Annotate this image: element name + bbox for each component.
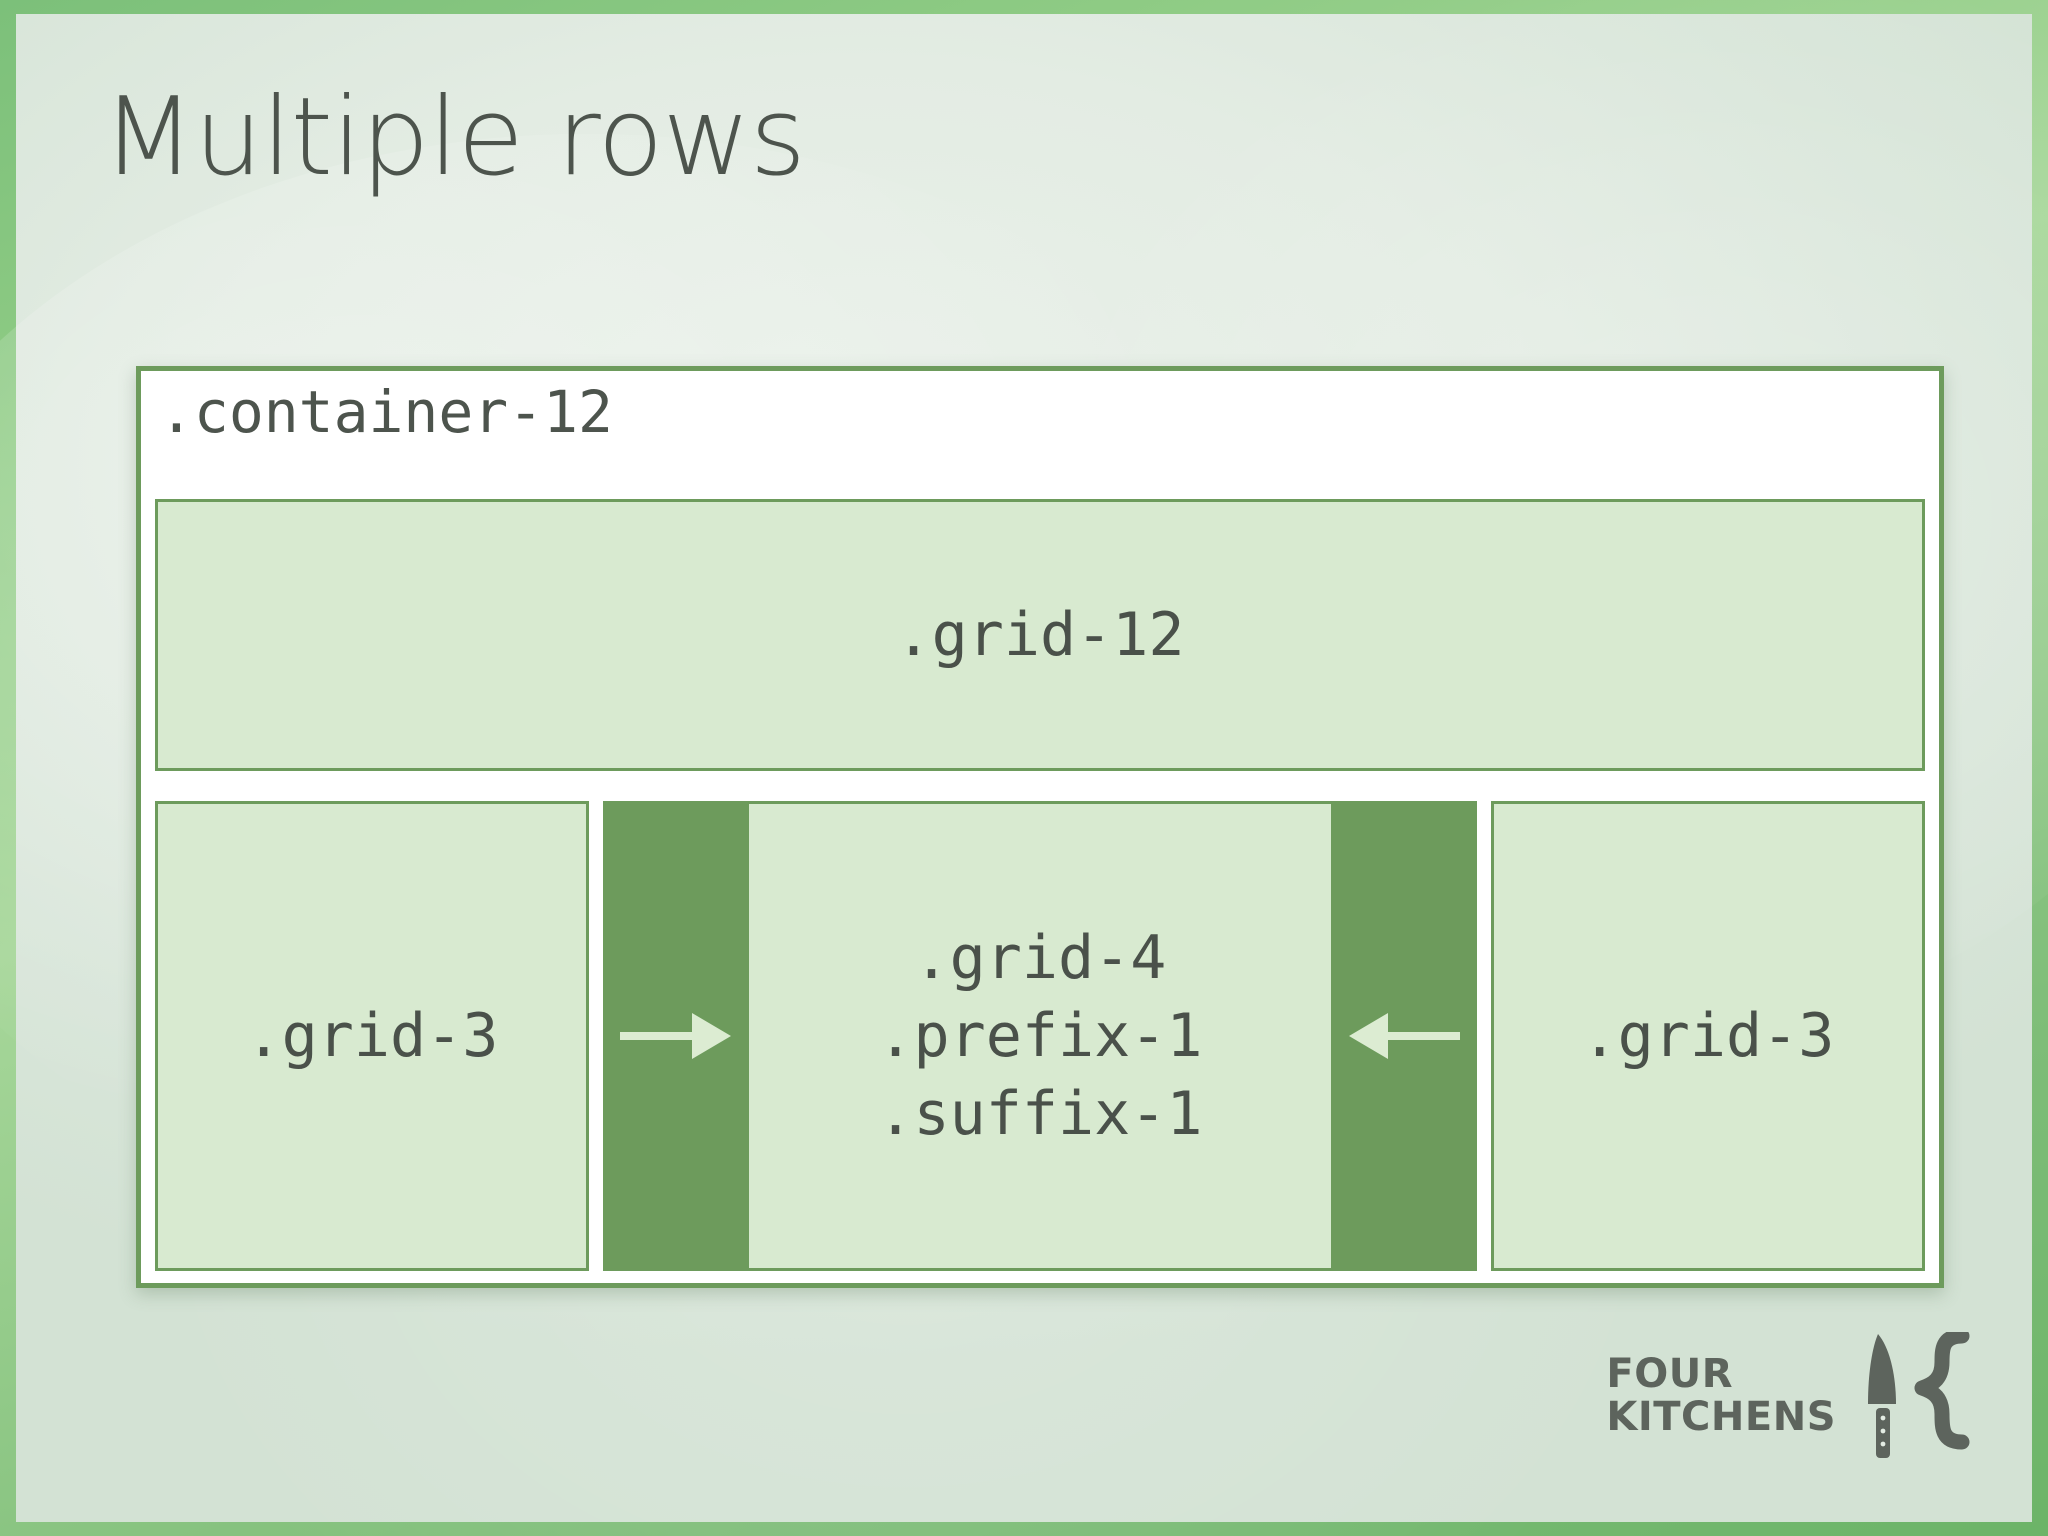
cell-grid-3-right: .grid-3 [1491, 801, 1925, 1271]
prefix-1-bar [603, 801, 749, 1271]
cell-label-grid-12: .grid-12 [895, 600, 1185, 670]
knife-and-bracket-icon [1868, 1332, 1970, 1458]
cell-label-grid-4-line-2: .prefix-1 [877, 1001, 1203, 1071]
arrow-left-icon [1349, 1013, 1460, 1059]
four-kitchens-logo: FOUR KITCHENS [1606, 1332, 1974, 1460]
arrow-right-icon [620, 1013, 731, 1059]
logo-wordmark-line-1: FOUR [1606, 1350, 1733, 1397]
cell-label-grid-4: .grid-4 .prefix-1 .suffix-1 [877, 919, 1202, 1153]
container-label: .container-12 [159, 378, 613, 446]
container-12-box: .container-12 .grid-12 .grid-3 [136, 366, 1944, 1288]
grid-row-2: .grid-3 .grid-4 .prefix-1 [155, 801, 1925, 1271]
slide-title: Multiple rows [102, 75, 806, 200]
cell-label-grid-4-line-3: .suffix-1 [877, 1079, 1203, 1149]
cell-label-grid-3-right: .grid-3 [1581, 1001, 1835, 1071]
grid-row-1: .grid-12 [155, 499, 1925, 771]
logo-wordmark: FOUR KITCHENS [1606, 1350, 1836, 1440]
cell-label-grid-3-left: .grid-3 [245, 1001, 499, 1071]
cell-grid-4: .grid-4 .prefix-1 .suffix-1 [749, 801, 1331, 1271]
suffix-1-bar [1331, 801, 1477, 1271]
logo-wordmark-line-2: KITCHENS [1606, 1394, 1836, 1440]
cell-grid-3-left: .grid-3 [155, 801, 589, 1271]
cell-grid-4-with-offsets: .grid-4 .prefix-1 .suffix-1 [603, 801, 1477, 1271]
cell-label-grid-4-line-1: .grid-4 [913, 923, 1167, 993]
